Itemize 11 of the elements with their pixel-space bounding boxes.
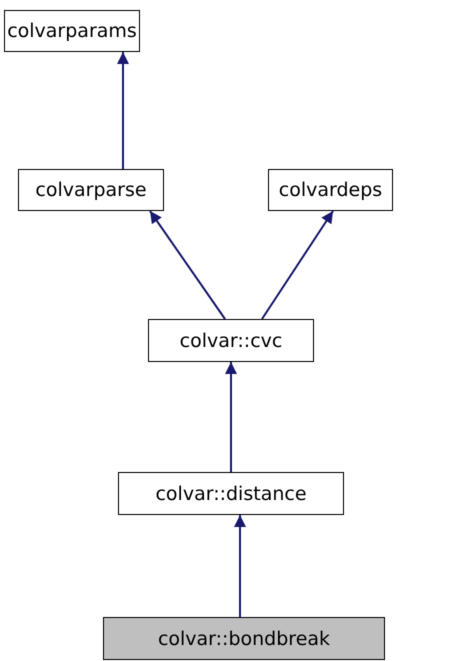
inheritance-arrow — [234, 515, 246, 617]
class-box: colvardeps — [268, 169, 393, 211]
class-box: colvarparams — [4, 10, 140, 52]
inheritance-arrow — [261, 210, 334, 320]
inheritance-arrow — [225, 362, 237, 472]
inheritance-arrow — [117, 52, 129, 169]
class-box: colvarparse — [18, 169, 164, 211]
class-box: colvar::cvc — [148, 319, 314, 362]
class-box: colvar::distance — [118, 472, 344, 515]
inheritance-arrow — [149, 210, 226, 320]
class-box: colvar::bondbreak — [103, 617, 385, 660]
